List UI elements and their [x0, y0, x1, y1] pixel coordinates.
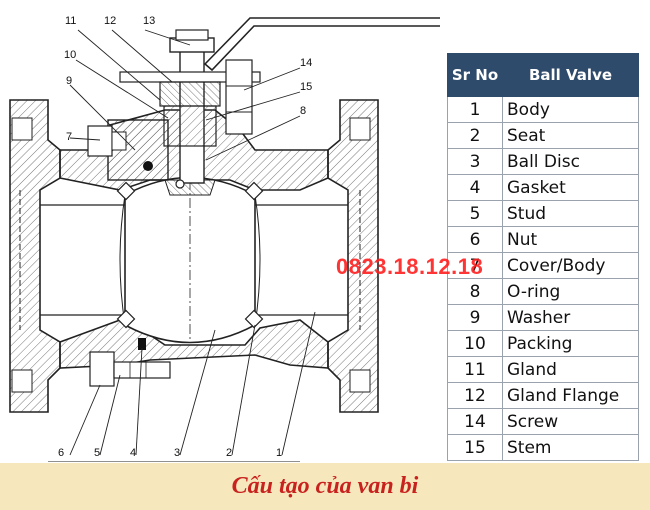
row-number: 12 [447, 382, 503, 409]
row-number: 4 [447, 174, 503, 201]
callout-9: 9 [66, 75, 72, 87]
part-name: Gasket [502, 174, 639, 201]
part-name: Stem [502, 434, 639, 461]
row-number: 10 [447, 330, 503, 357]
row-number: 11 [447, 356, 503, 383]
callout-14: 14 [300, 57, 312, 69]
row-number: 9 [447, 304, 503, 331]
left-flange [9, 99, 61, 413]
part-name: Ball Disc [502, 148, 639, 175]
bottom-stud [113, 361, 171, 379]
part-name: Nut [502, 226, 639, 253]
part-name: Screw [502, 408, 639, 435]
callout-2: 2 [226, 447, 232, 459]
part-name: Cover/Body [502, 252, 639, 279]
row-number: 3 [447, 148, 503, 175]
part-name: O-ring [502, 278, 639, 305]
row-number: 14 [447, 408, 503, 435]
bottom-nut [89, 351, 115, 387]
seat-left-bottom [116, 309, 136, 329]
row-number: 2 [447, 122, 503, 149]
gland [159, 81, 221, 107]
phone-watermark: 0823.18.12.18 [336, 254, 484, 279]
header-ball-valve: Ball Valve [502, 53, 639, 97]
right-flange [327, 99, 379, 413]
callout-11: 11 [65, 15, 76, 27]
part-name: Gland [502, 356, 639, 383]
callout-10: 10 [64, 49, 76, 61]
caption-title: Cấu tạo của van bi [231, 473, 419, 499]
callout-5: 5 [94, 447, 100, 459]
part-name: Seat [502, 122, 639, 149]
callout-4: 4 [130, 447, 136, 459]
caption-bar: Cấu tạo của van bi [0, 463, 650, 510]
seat-left-top [116, 181, 136, 201]
callout-3: 3 [174, 447, 180, 459]
part-name: Washer [502, 304, 639, 331]
row-number: 8 [447, 278, 503, 305]
header-sr-no: Sr No [447, 53, 503, 97]
part-name: Body [502, 96, 639, 123]
valve-handle [203, 17, 440, 72]
callout-8: 8 [300, 105, 306, 117]
table-header-row: Sr No Ball Valve [447, 53, 639, 97]
seat-right-top [244, 181, 264, 201]
part-name: Gland Flange [502, 382, 639, 409]
callout-12: 12 [104, 15, 116, 27]
part-name: Stud [502, 200, 639, 227]
callout-7: 7 [66, 131, 72, 143]
row-number: 1 [447, 96, 503, 123]
callout-13: 13 [143, 15, 155, 27]
row-number: 6 [447, 226, 503, 253]
callout-1: 1 [276, 447, 282, 459]
seat-right-bottom [244, 309, 264, 329]
screw [225, 59, 253, 135]
ball-valve-drawing: 11 12 13 10 9 7 14 15 8 6 5 4 3 2 1 [9, 15, 440, 462]
row-number: 5 [447, 200, 503, 227]
row-number: 15 [447, 434, 503, 461]
packing [163, 105, 217, 147]
callout-6: 6 [58, 447, 64, 459]
callout-15: 15 [300, 81, 312, 93]
part-name: Packing [502, 330, 639, 357]
